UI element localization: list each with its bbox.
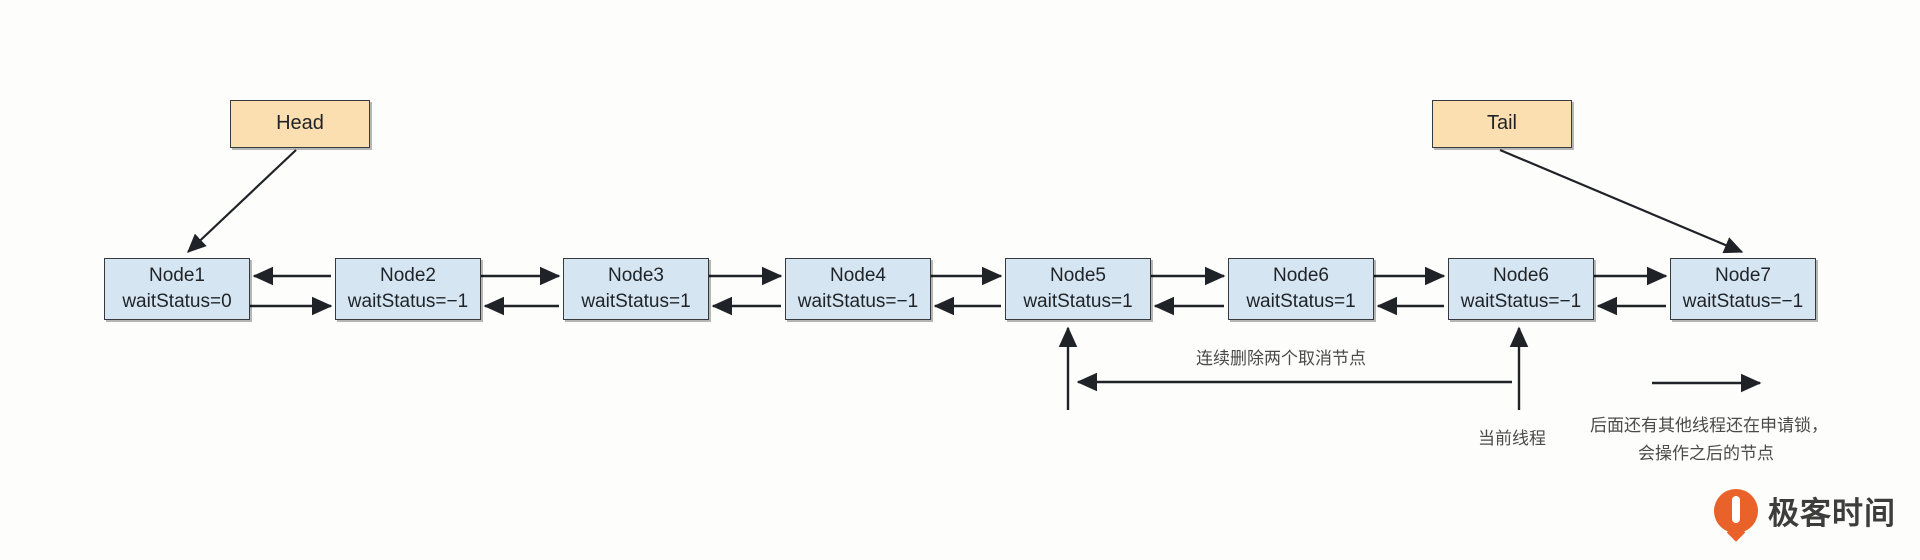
queue-node-node3[interactable]: Node3 waitStatus=1 — [563, 258, 709, 320]
queue-node-node7[interactable]: Node7 waitStatus=−1 — [1670, 258, 1816, 320]
node-waitstatus: waitStatus=0 — [122, 291, 232, 312]
node-name: Node7 — [1715, 264, 1771, 286]
node-waitstatus: waitStatus=1 — [1246, 291, 1356, 312]
node-waitstatus: waitStatus=1 — [1023, 291, 1133, 312]
geektime-mark-icon — [1714, 488, 1758, 533]
node-waitstatus: waitStatus=−1 — [1682, 291, 1804, 312]
annotation-other-threads-line1: 后面还有其他线程还在申请锁， — [1590, 416, 1828, 435]
queue-node-node5[interactable]: Node5 waitStatus=1 — [1005, 258, 1151, 320]
annotation-other-threads-line2: 会操作之后的节点 — [1638, 444, 1774, 463]
queue-node-node6a[interactable]: Node6 waitStatus=1 — [1228, 258, 1374, 320]
node-name: Node4 — [830, 264, 886, 286]
head-label: Head — [276, 112, 324, 135]
tail-box[interactable]: Tail — [1432, 100, 1572, 148]
node-name: Node6 — [1273, 264, 1329, 286]
geektime-logo: 极客时间 — [1714, 488, 1896, 533]
annotation-current-thread: 当前线程 — [1478, 429, 1546, 448]
queue-node-node2[interactable]: Node2 waitStatus=−1 — [335, 258, 481, 320]
node-name: Node5 — [1050, 264, 1106, 286]
node-name: Node6 — [1493, 264, 1549, 286]
node-name: Node3 — [608, 264, 664, 286]
node-waitstatus: waitStatus=1 — [581, 291, 691, 312]
geektime-wordmark: 极客时间 — [1768, 496, 1896, 531]
queue-node-node4[interactable]: Node4 waitStatus=−1 — [785, 258, 931, 320]
head-box[interactable]: Head — [230, 100, 370, 148]
head-pointer-arrow — [187, 149, 297, 253]
queue-node-node6b[interactable]: Node6 waitStatus=−1 — [1448, 258, 1594, 320]
node-name: Node2 — [380, 264, 436, 286]
annotation-delete-two-cancelled: 连续删除两个取消节点 — [1196, 349, 1366, 368]
tail-label: Tail — [1486, 112, 1517, 135]
node-waitstatus: waitStatus=−1 — [347, 291, 469, 312]
node-waitstatus: waitStatus=−1 — [797, 291, 919, 312]
node-name: Node1 — [149, 264, 205, 286]
node-waitstatus: waitStatus=−1 — [1460, 291, 1582, 312]
queue-node-node1[interactable]: Node1 waitStatus=0 — [104, 258, 250, 320]
tail-pointer-arrow — [1499, 148, 1744, 254]
